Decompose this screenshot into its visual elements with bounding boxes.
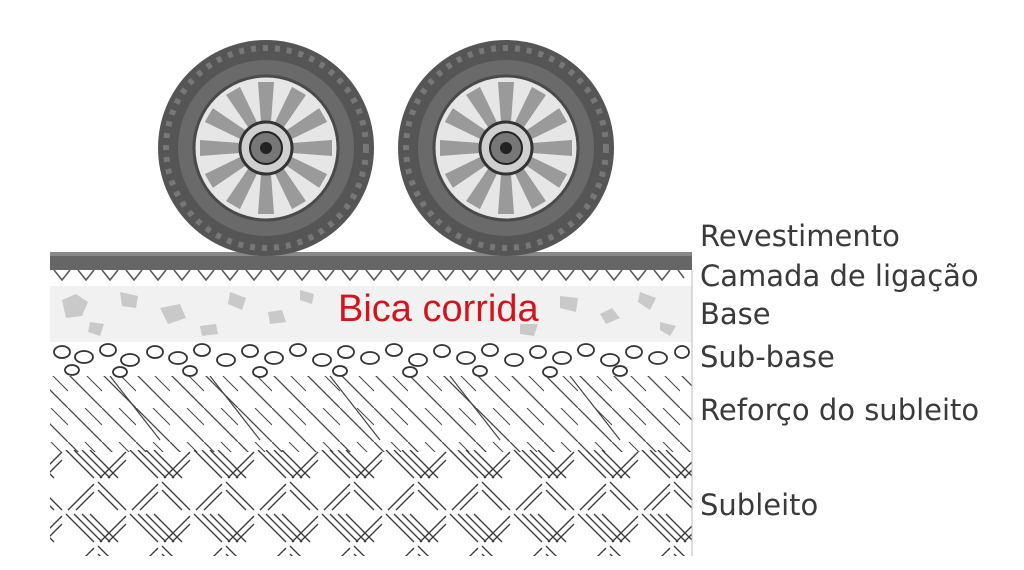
material-annotation: Bica corrida [338,288,539,330]
wheel-left [158,40,374,256]
layer-reforco [50,376,692,452]
label-base: Base [700,297,771,331]
wheel-right [398,40,614,256]
label-reforco-subleito: Reforço do subleito [700,393,980,427]
sub-base-gravel [53,343,690,378]
layer-revestimento [50,252,692,270]
label-subleito: Subleito [700,488,819,522]
label-sub-base: Sub-base [700,340,835,374]
layer-base [50,284,692,342]
base-aggregate [62,290,676,336]
label-revestimento: Revestimento [700,219,900,253]
label-camada-ligacao: Camada de ligação [700,259,979,293]
camada-ligacao-texture [53,269,685,282]
layer-subleito [50,450,692,556]
revestimento-highlight [50,252,692,256]
reforco-strokes [109,375,621,441]
